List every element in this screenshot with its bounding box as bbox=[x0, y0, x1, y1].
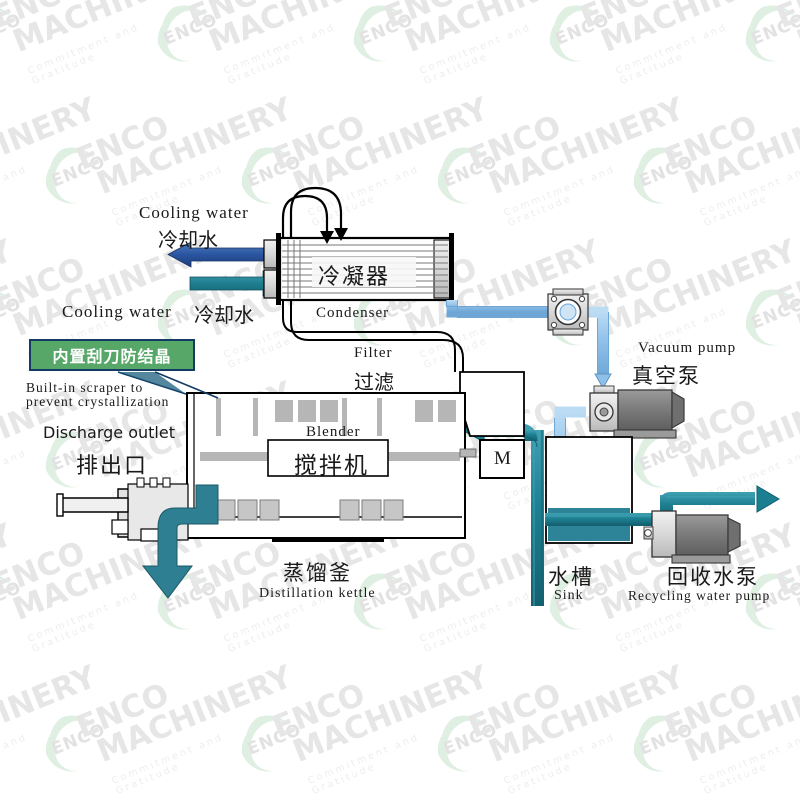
label-cooling-water-bottom-cn: 冷却水 bbox=[194, 303, 254, 327]
label-condenser-en: Condenser bbox=[316, 305, 390, 321]
label-condenser-cn: 冷凝器 bbox=[318, 265, 391, 290]
label-motor: M bbox=[494, 448, 512, 469]
label-recycling-pump-cn: 回收水泵 bbox=[667, 565, 759, 589]
label-cooling-water-top-en: Cooling water bbox=[139, 203, 249, 222]
label-blender-en: Blender bbox=[306, 424, 361, 440]
distillation-kettle bbox=[186, 392, 466, 542]
label-kettle-en: Distillation kettle bbox=[259, 586, 376, 601]
label-filter-cn: 过滤 bbox=[354, 370, 394, 394]
label-cooling-water-bottom-en: Cooling water bbox=[62, 302, 172, 321]
recycling-water-pump bbox=[643, 485, 780, 564]
filter-hopper bbox=[459, 371, 525, 437]
sink-tank bbox=[545, 436, 633, 544]
agitator-motor bbox=[459, 439, 525, 479]
label-recycling-pump-en: Recycling water pump bbox=[628, 588, 771, 603]
label-vacuum-pump-cn: 真空泵 bbox=[632, 364, 701, 388]
condenser-to-kettle-pipes bbox=[282, 300, 464, 374]
vacuum-valve bbox=[547, 288, 589, 336]
vapour-loop-pipes bbox=[281, 186, 348, 244]
scraper-badge: 内置刮刀防结晶 bbox=[29, 339, 195, 371]
condenser-unit bbox=[263, 233, 454, 305]
label-sink-cn: 水槽 bbox=[548, 565, 594, 589]
label-kettle-cn: 蒸馏釜 bbox=[283, 561, 352, 585]
recovery-return-pipe bbox=[531, 430, 665, 606]
vacuum-pump bbox=[589, 385, 685, 439]
label-discharge-en: Discharge outlet bbox=[43, 423, 175, 442]
label-cooling-water-top-cn: 冷却水 bbox=[158, 228, 218, 252]
label-scraper-en-line1: Built-in scraper to bbox=[26, 380, 144, 395]
label-discharge-cn: 排出口 bbox=[76, 454, 149, 479]
scraper-callout-wedge bbox=[118, 372, 186, 394]
label-vacuum-pump-en: Vacuum pump bbox=[638, 340, 737, 356]
discharge-outlet bbox=[56, 477, 219, 599]
label-scraper-en-line2: prevent crystallization bbox=[26, 394, 170, 409]
scraper-badge-label: 内置刮刀防结晶 bbox=[52, 347, 172, 366]
label-filter-en: Filter bbox=[354, 345, 393, 361]
label-blender-cn: 搅拌机 bbox=[294, 453, 369, 479]
label-sink-en: Sink bbox=[554, 588, 584, 603]
